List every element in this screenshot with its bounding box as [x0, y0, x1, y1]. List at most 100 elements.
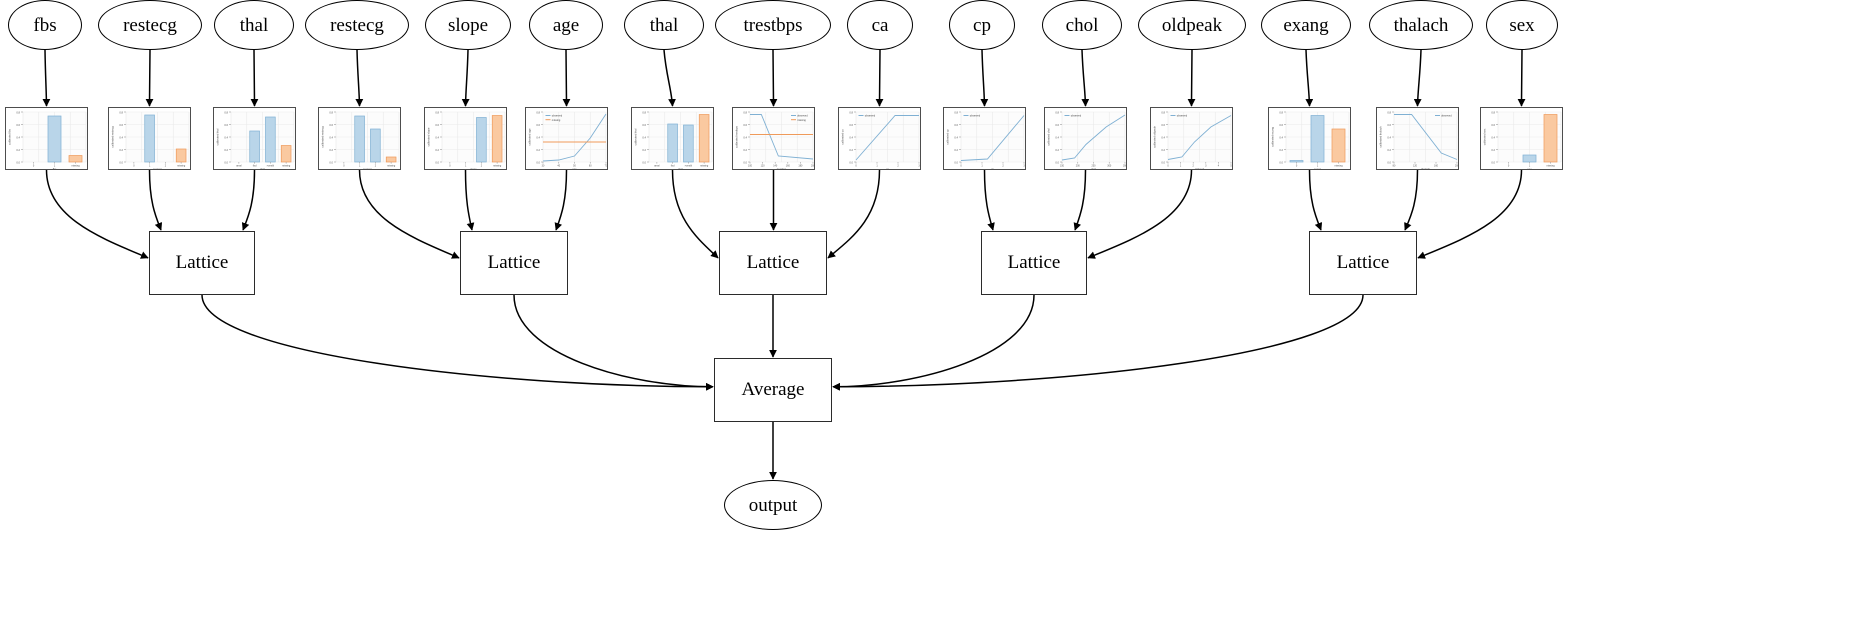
svg-text:0.4: 0.4 — [1055, 136, 1059, 140]
svg-text:0.8: 0.8 — [1387, 111, 1391, 115]
edge-lattice-2-to-average — [513, 294, 714, 391]
svg-text:5: 5 — [1230, 164, 1232, 167]
svg-text:observed: observed — [865, 115, 876, 118]
svg-text:100: 100 — [748, 164, 753, 167]
svg-text:0.6: 0.6 — [224, 123, 228, 127]
svg-text:80: 80 — [1393, 164, 1396, 167]
feature-node-ca[interactable]: ca — [847, 0, 913, 50]
svg-text:120: 120 — [761, 164, 766, 167]
svg-text:0.2: 0.2 — [224, 148, 228, 152]
svg-text:200: 200 — [1455, 164, 1459, 167]
svg-text:observed: observed — [1071, 115, 1082, 118]
svg-text:0.0: 0.0 — [536, 161, 540, 165]
feature-node-thal1[interactable]: thal — [214, 0, 294, 50]
svg-text:0: 0 — [343, 164, 345, 167]
svg-text:calibrated thal: calibrated thal — [216, 128, 220, 145]
lattice-node-1[interactable]: Lattice — [149, 231, 255, 295]
svg-text:ca: ca — [886, 168, 889, 170]
svg-text:0.6: 0.6 — [119, 123, 123, 127]
feature-node-exang[interactable]: exang — [1261, 0, 1351, 50]
svg-text:missing: missing — [71, 164, 80, 167]
svg-text:restecg: restecg — [153, 167, 162, 170]
svg-text:2: 2 — [897, 164, 899, 167]
svg-text:0.0: 0.0 — [849, 161, 853, 165]
svg-text:0.6: 0.6 — [954, 123, 958, 127]
feature-node-fbs[interactable]: fbs — [8, 0, 82, 50]
svg-text:0.4: 0.4 — [119, 136, 123, 140]
svg-text:0.0: 0.0 — [743, 161, 747, 165]
svg-text:0.8: 0.8 — [1279, 111, 1283, 115]
svg-text:age: age — [572, 168, 577, 170]
svg-text:0.2: 0.2 — [1491, 148, 1495, 152]
lattice-node-3[interactable]: Lattice — [719, 231, 827, 295]
svg-text:0.6: 0.6 — [849, 123, 853, 127]
svg-text:0.0: 0.0 — [16, 161, 20, 165]
svg-text:1: 1 — [149, 164, 151, 167]
edge-calib-ca-to-lattice-3 — [827, 169, 881, 259]
svg-text:calibrated sex: calibrated sex — [1483, 128, 1487, 145]
feature-node-cp[interactable]: cp — [949, 0, 1015, 50]
svg-text:thal: thal — [678, 167, 683, 170]
svg-text:0.6: 0.6 — [16, 123, 20, 127]
svg-text:2: 2 — [1193, 164, 1195, 167]
svg-text:calibrated restecg: calibrated restecg — [111, 126, 115, 148]
svg-text:calibrated trestbps: calibrated trestbps — [735, 125, 739, 148]
svg-text:0.2: 0.2 — [536, 148, 540, 152]
feature-node-sex[interactable]: sex — [1486, 0, 1558, 50]
svg-text:0.6: 0.6 — [1279, 123, 1283, 127]
edge-lattice-4-to-average — [832, 294, 1035, 391]
edge-calib-fbs-to-lattice-1 — [45, 169, 149, 259]
svg-text:0.2: 0.2 — [1387, 148, 1391, 152]
svg-text:0.8: 0.8 — [119, 111, 123, 115]
edge-calib-restecg-2-to-lattice-2 — [358, 169, 460, 259]
svg-text:missing: missing — [387, 164, 396, 167]
svg-text:calibrated oldpeak: calibrated oldpeak — [1153, 125, 1157, 147]
svg-text:0.0: 0.0 — [119, 161, 123, 165]
svg-text:0: 0 — [1167, 164, 1169, 167]
feature-node-age[interactable]: age — [529, 0, 603, 50]
svg-text:1: 1 — [981, 164, 983, 167]
svg-text:0.2: 0.2 — [119, 148, 123, 152]
edge-thal2-to-calib-thal-2 — [663, 49, 676, 107]
average-node[interactable]: Average — [714, 358, 832, 422]
edge-calib-exang-to-lattice-5 — [1308, 169, 1323, 231]
svg-text:0.6: 0.6 — [1055, 123, 1059, 127]
svg-text:trestbps: trestbps — [777, 167, 787, 170]
svg-text:0.0: 0.0 — [224, 161, 228, 165]
svg-text:0.4: 0.4 — [954, 136, 958, 140]
svg-text:missing: missing — [1546, 164, 1555, 167]
lattice-node-2[interactable]: Lattice — [460, 231, 568, 295]
svg-text:0.4: 0.4 — [1491, 136, 1495, 140]
feature-node-restecg1[interactable]: restecg — [98, 0, 202, 50]
svg-text:0.8: 0.8 — [1161, 111, 1165, 115]
svg-text:0: 0 — [1296, 164, 1298, 167]
feature-node-thalach[interactable]: thalach — [1369, 0, 1473, 50]
lattice-node-5[interactable]: Lattice — [1309, 231, 1417, 295]
svg-text:missing: missing — [797, 119, 806, 122]
svg-text:0.8: 0.8 — [1491, 111, 1495, 115]
svg-text:observed: observed — [797, 115, 808, 118]
feature-node-oldpeak[interactable]: oldpeak — [1138, 0, 1246, 50]
svg-text:0.2: 0.2 — [849, 148, 853, 152]
svg-text:0.4: 0.4 — [224, 136, 228, 140]
feature-node-chol[interactable]: chol — [1042, 0, 1122, 50]
svg-text:0.4: 0.4 — [1279, 136, 1283, 140]
feature-node-slope[interactable]: slope — [425, 0, 511, 50]
svg-text:calibrated exang: calibrated exang — [1271, 127, 1275, 147]
svg-text:exang: exang — [1314, 168, 1322, 170]
svg-text:0.8: 0.8 — [536, 111, 540, 115]
feature-node-thal2[interactable]: thal — [624, 0, 704, 50]
edge-chol-to-calib-chol — [1081, 49, 1090, 107]
lattice-node-4[interactable]: Lattice — [981, 231, 1087, 295]
output-node[interactable]: output — [724, 480, 822, 530]
svg-text:0.6: 0.6 — [1491, 123, 1495, 127]
feature-node-trestbps[interactable]: trestbps — [715, 0, 831, 50]
feature-node-restecg2[interactable]: restecg — [305, 0, 409, 50]
